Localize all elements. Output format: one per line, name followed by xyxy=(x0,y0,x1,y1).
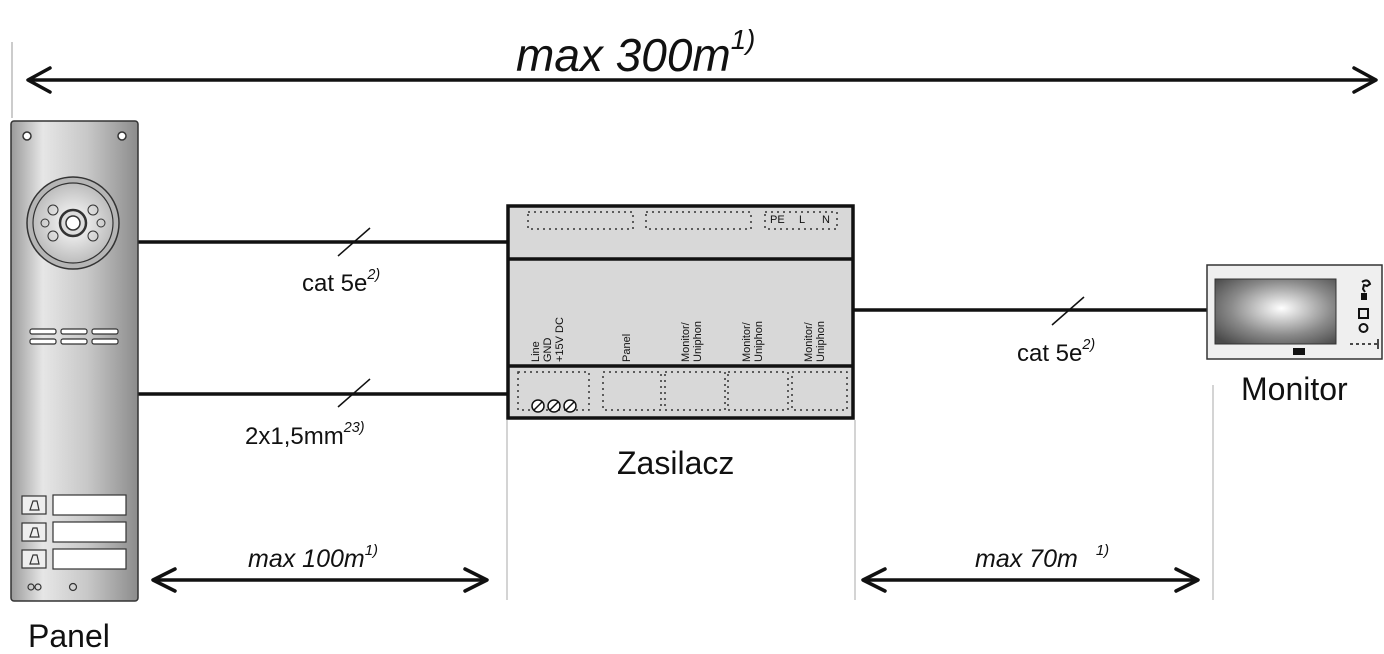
power-supply-unit xyxy=(506,204,855,420)
terminal-line: Line xyxy=(530,341,542,362)
terminal-15v-dc: +15V DC xyxy=(554,317,566,362)
terminal-monitor-2-b: Uniphon xyxy=(753,321,765,362)
panel-signal-cable-footnote: 2) xyxy=(367,267,381,284)
panel-power-cable-text: 2x1,5mm xyxy=(245,423,344,450)
panel-psu-distance-text: max 100m xyxy=(248,545,365,573)
panel-power-cable-exponent: 2 xyxy=(343,420,352,437)
cables xyxy=(138,240,1207,396)
psu-monitor-dimension-arrow xyxy=(861,567,1200,593)
mains-terminal-l: L xyxy=(799,214,806,226)
panel-psu-distance-footnote: 1) xyxy=(364,541,379,559)
cable-slash-marks xyxy=(337,227,1085,408)
mains-terminal-pe: PE xyxy=(770,214,785,226)
panel-psu-distance-label: max 100m1) xyxy=(248,543,378,573)
psu-label: Zasilacz xyxy=(617,445,735,481)
monitor-signal-cable-label: cat 5e2) xyxy=(1017,338,1095,367)
monitor-signal-cable-footnote: 2) xyxy=(1082,337,1096,354)
terminal-monitor-3-a: Monitor/ xyxy=(803,322,815,362)
terminal-monitor-3-b: Uniphon xyxy=(815,321,827,362)
terminal-monitor-1-a: Monitor/ xyxy=(680,322,692,362)
panel-power-cable-label: 2x1,5mm23) xyxy=(245,421,365,450)
overall-distance-text: max 300m xyxy=(516,29,731,81)
psu-monitor-distance-label: max 70m 1) xyxy=(975,543,1109,573)
terminal-monitor-2-a: Monitor/ xyxy=(741,322,753,362)
terminal-gnd: GND xyxy=(542,337,554,362)
door-panel xyxy=(10,120,139,602)
mains-terminal-n: N xyxy=(822,214,830,226)
overall-distance-label: max 300m1) xyxy=(516,26,755,81)
terminal-panel: Panel xyxy=(621,333,633,362)
indoor-monitor xyxy=(1206,264,1383,360)
monitor-label: Monitor xyxy=(1241,371,1348,407)
panel-signal-cable-label: cat 5e2) xyxy=(302,268,380,297)
panel-psu-dimension-arrow xyxy=(151,567,489,593)
monitor-signal-cable-text: cat 5e xyxy=(1017,340,1083,367)
overall-distance-footnote: 1) xyxy=(730,24,756,56)
panel-label: Panel xyxy=(28,618,110,654)
panel-power-cable-footnote: 3) xyxy=(351,420,365,437)
overall-dimension-arrow xyxy=(26,66,1378,94)
psu-monitor-distance-footnote: 1) xyxy=(1095,541,1110,559)
panel-signal-cable-text: cat 5e xyxy=(302,270,368,297)
terminal-monitor-1-b: Uniphon xyxy=(692,321,704,362)
psu-monitor-distance-text: max 70m xyxy=(975,545,1078,573)
